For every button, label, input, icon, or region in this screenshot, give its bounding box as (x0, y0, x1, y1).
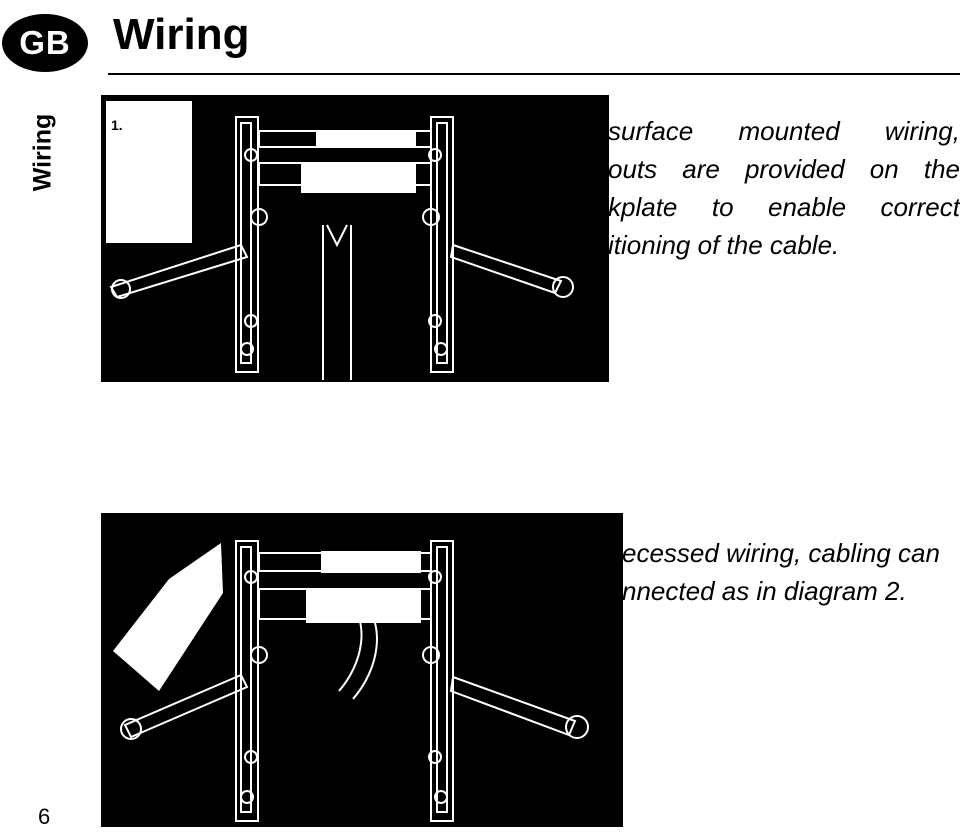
description-line: itioning of the cable. (608, 230, 840, 260)
title-divider (108, 73, 960, 75)
page-title: Wiring (113, 10, 250, 59)
description-line: surface mounted wiring, (608, 116, 960, 146)
backplate-recessed-wiring-illustration (113, 540, 589, 822)
figure1-description: surface mounted wiring, outs are provide… (608, 112, 960, 264)
language-badge: GB (2, 14, 88, 72)
label-area (106, 101, 192, 243)
label-area (113, 543, 223, 691)
backplate-surface-wiring-illustration (106, 101, 574, 380)
page-number: 6 (38, 804, 51, 829)
description-line: ecessed wiring, cabling can (622, 538, 940, 568)
description-line: outs are provided on the (608, 154, 960, 184)
figure-number: 1. (111, 117, 123, 133)
wiring-diagram-1: 1. (101, 95, 609, 382)
description-line: nnected as in diagram 2. (622, 576, 907, 606)
wiring-diagram-2 (101, 513, 623, 827)
section-side-tab: Wiring (28, 113, 57, 191)
figure2-description: ecessed wiring, cabling can nnected as i… (622, 534, 960, 610)
description-line: kplate to enable correct (608, 192, 960, 222)
